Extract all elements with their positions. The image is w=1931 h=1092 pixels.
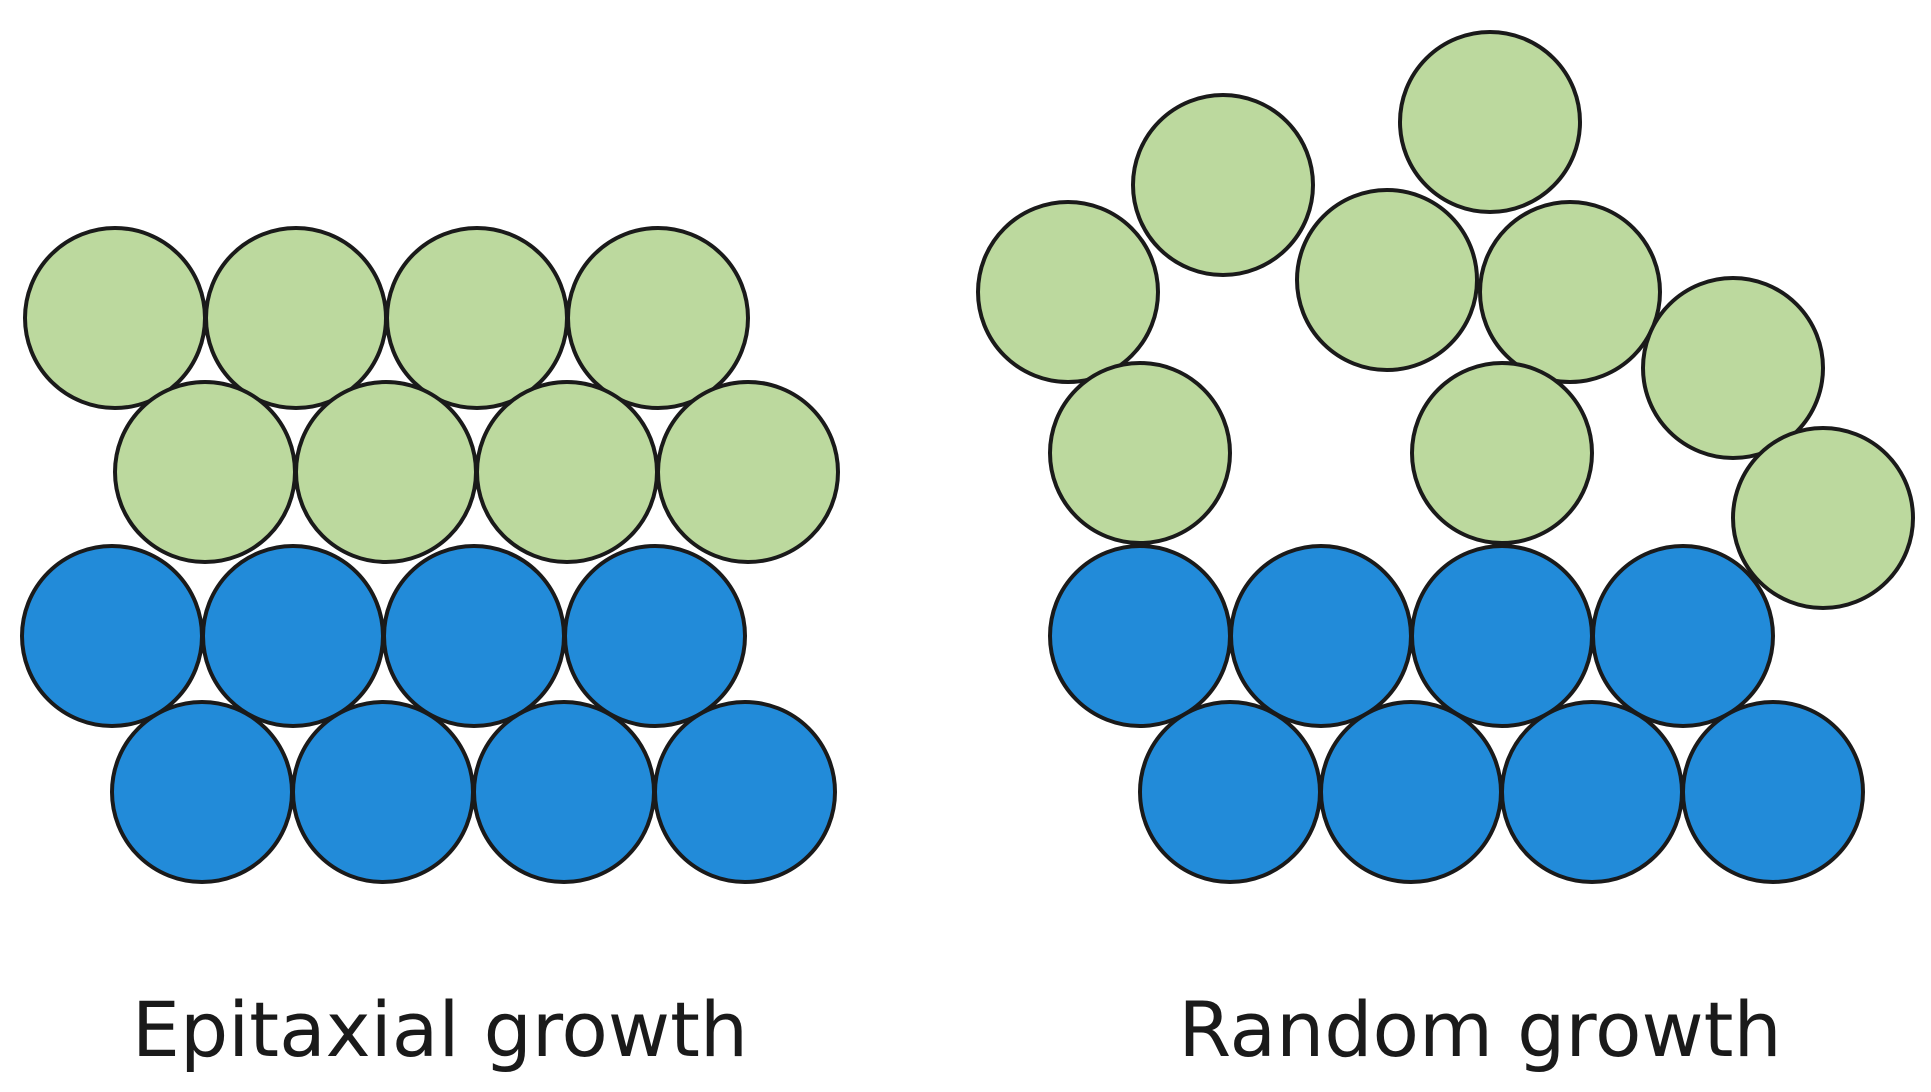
epitaxial-substrate-atom-12 bbox=[563, 544, 747, 728]
random-substrate-atom-11 bbox=[1229, 544, 1413, 728]
random-substrate-atom-15 bbox=[1319, 700, 1503, 884]
random-deposit-atom-6 bbox=[1641, 276, 1825, 460]
random-growth-caption: Random growth bbox=[1178, 985, 1782, 1074]
epitaxial-substrate-atom-13 bbox=[110, 700, 294, 884]
epitaxial-growth-panel bbox=[20, 226, 840, 884]
epitaxial-deposit-atom-6 bbox=[294, 380, 478, 564]
random-deposit-atom-5 bbox=[1478, 200, 1662, 384]
epitaxial-substrate-atom-9 bbox=[20, 544, 204, 728]
epitaxial-substrate-atom-11 bbox=[382, 544, 566, 728]
random-deposit-atom-3 bbox=[976, 200, 1160, 384]
epitaxial-substrate-atom-14 bbox=[291, 700, 475, 884]
random-deposit-atom-7 bbox=[1048, 361, 1232, 545]
epitaxial-deposit-atom-2 bbox=[204, 226, 388, 410]
random-substrate-atom-13 bbox=[1591, 544, 1775, 728]
random-substrate-atom-10 bbox=[1048, 544, 1232, 728]
random-deposit-atom-2 bbox=[1131, 93, 1315, 277]
epitaxial-deposit-atom-8 bbox=[656, 380, 840, 564]
epitaxial-growth-caption: Epitaxial growth bbox=[131, 985, 749, 1074]
epitaxial-substrate-atom-15 bbox=[472, 700, 656, 884]
random-substrate-atom-14 bbox=[1138, 700, 1322, 884]
random-growth-panel bbox=[976, 30, 1915, 884]
random-deposit-atom-4 bbox=[1295, 188, 1479, 372]
random-deposit-atom-1 bbox=[1398, 30, 1582, 214]
random-substrate-atom-17 bbox=[1681, 700, 1865, 884]
epitaxial-deposit-atom-1 bbox=[23, 226, 207, 410]
epitaxial-deposit-atom-7 bbox=[475, 380, 659, 564]
epitaxial-substrate-atom-10 bbox=[201, 544, 385, 728]
epitaxial-deposit-atom-5 bbox=[113, 380, 297, 564]
epitaxial-deposit-atom-3 bbox=[385, 226, 569, 410]
random-deposit-atom-8 bbox=[1410, 361, 1594, 545]
random-deposit-atom-9 bbox=[1731, 426, 1915, 610]
epitaxial-deposit-atom-4 bbox=[566, 226, 750, 410]
epitaxial-substrate-atom-16 bbox=[653, 700, 837, 884]
random-substrate-atom-12 bbox=[1410, 544, 1594, 728]
random-substrate-atom-16 bbox=[1500, 700, 1684, 884]
